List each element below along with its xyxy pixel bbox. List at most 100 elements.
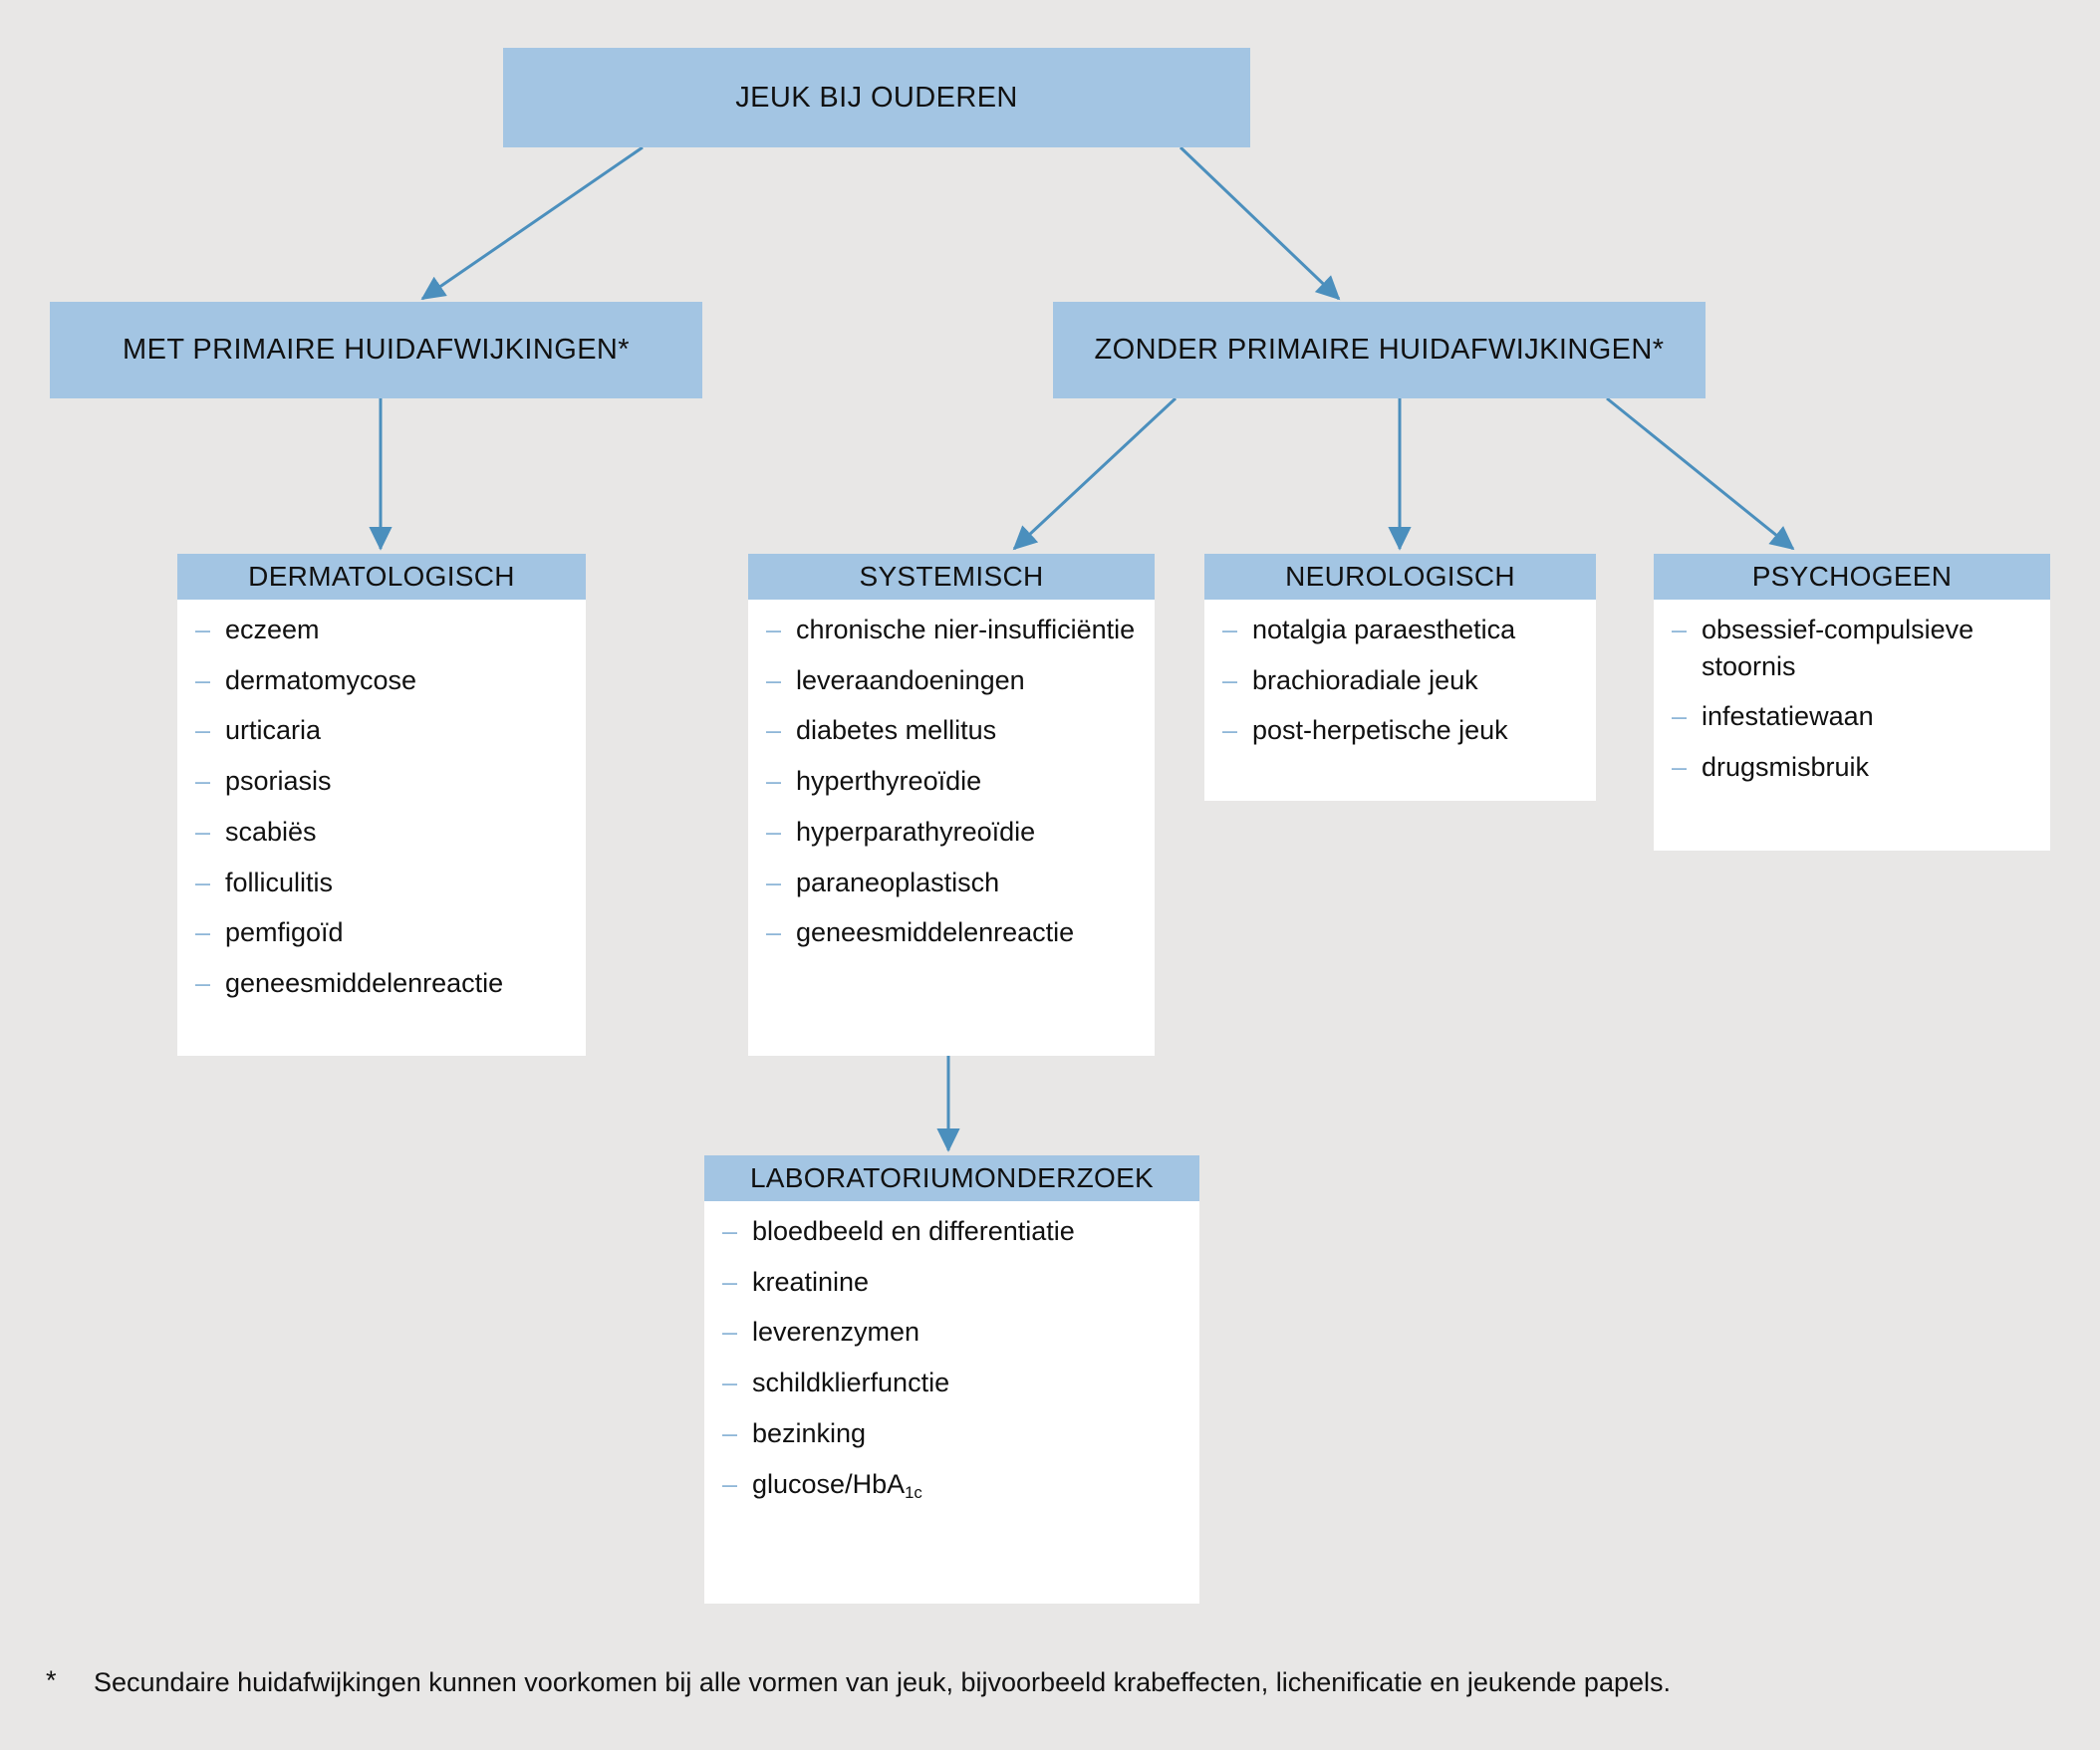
dash-icon: – [722, 1317, 738, 1348]
list-item-label: eczeem [225, 615, 320, 644]
dash-icon: – [195, 766, 211, 797]
list-item: –geneesmiddelenreactie [766, 914, 1137, 951]
list-item: –pemfigoïd [195, 914, 568, 951]
card-dermatologisch[interactable]: DERMATOLOGISCH –eczeem –dermatomycose –u… [177, 554, 586, 1056]
dash-icon: – [766, 917, 782, 948]
card-neurologisch[interactable]: NEUROLOGISCH –notalgia paraesthetica –br… [1204, 554, 1596, 801]
list-item: –folliculitis [195, 865, 568, 901]
list-item-label: infestatiewaan [1702, 701, 1874, 732]
list-item-label: drugsmisbruik [1702, 752, 1870, 783]
list-item: –bezinking [722, 1415, 1181, 1452]
list-item-label: pemfigoïd [225, 917, 344, 948]
card-dermatologisch-title: DERMATOLOGISCH [177, 554, 586, 600]
list-item-label: schildklierfunctie [752, 1368, 950, 1398]
list-item-label: brachioradiale jeuk [1252, 664, 1478, 695]
card-psychogeen-title: PSYCHOGEEN [1654, 554, 2050, 600]
list-item: –scabiës [195, 814, 568, 851]
footnote: * Secundaire huidafwijkingen kunnen voor… [46, 1665, 2058, 1700]
list-item: –paraneoplastisch [766, 865, 1137, 901]
list-item-label: bezinking [752, 1417, 867, 1448]
node-root[interactable]: JEUK BIJ OUDEREN [503, 48, 1250, 147]
neurologisch-item-list: –notalgia paraesthetica –brachioradiale … [1222, 612, 1578, 749]
list-item: –dermatomycose [195, 662, 568, 699]
dermatologisch-item-list: –eczeem –dermatomycose –urticaria –psori… [195, 612, 568, 1002]
dash-icon: – [195, 968, 211, 999]
list-item-label: notalgia paraesthetica [1252, 615, 1516, 644]
list-item-label: scabiës [225, 816, 317, 847]
list-item: –hyperthyreoïdie [766, 763, 1137, 800]
dash-icon: – [766, 664, 782, 695]
list-item-label: paraneoplastisch [796, 867, 1000, 897]
card-systemisch-body: –chronische nier-insufficiëntie –leveraa… [748, 600, 1155, 979]
dash-icon: – [722, 1368, 738, 1398]
dash-icon: – [766, 615, 782, 644]
list-item: –geneesmiddelenreactie [195, 965, 568, 1002]
node-zonder-primaire-label: ZONDER PRIMAIRE HUIDAFWIJKINGEN* [1094, 334, 1665, 366]
list-item-glucose: –glucose/HbA1c [722, 1466, 1181, 1503]
list-item: –schildklierfunctie [722, 1365, 1181, 1401]
list-item-label: glucose/HbA [752, 1468, 906, 1499]
dash-icon: – [195, 867, 211, 897]
list-item-label: diabetes mellitus [796, 715, 997, 746]
card-dermatologisch-body: –eczeem –dermatomycose –urticaria –psori… [177, 600, 586, 1030]
list-item-label: leveraandoeningen [796, 664, 1025, 695]
card-neurologisch-title: NEUROLOGISCH [1204, 554, 1596, 600]
list-item-label: leverenzymen [752, 1317, 920, 1348]
list-item: –urticaria [195, 712, 568, 749]
card-neurologisch-body: –notalgia paraesthetica –brachioradiale … [1204, 600, 1596, 777]
list-item-label: bloedbeeld en differentiatie [752, 1216, 1075, 1246]
list-item: –drugsmisbruik [1672, 749, 2032, 786]
dash-icon: – [766, 816, 782, 847]
list-item: –brachioradiale jeuk [1222, 662, 1578, 699]
list-item: –psoriasis [195, 763, 568, 800]
node-root-label: JEUK BIJ OUDEREN [735, 81, 1018, 114]
dash-icon: – [1222, 715, 1238, 746]
dash-icon: – [722, 1417, 738, 1448]
edge-root-to-met [420, 145, 644, 301]
dash-icon: – [766, 715, 782, 746]
card-psychogeen[interactable]: PSYCHOGEEN –obsessief-compulsieve stoorn… [1654, 554, 2050, 851]
list-item: –diabetes mellitus [766, 712, 1137, 749]
dash-icon: – [1672, 701, 1688, 732]
list-item: –kreatinine [722, 1264, 1181, 1301]
list-item: –hyperparathyreoïdie [766, 814, 1137, 851]
list-item: –infestatiewaan [1672, 698, 2032, 735]
dash-icon: – [195, 816, 211, 847]
node-met-primaire-huidafwijkingen[interactable]: MET PRIMAIRE HUIDAFWIJKINGEN* [50, 302, 702, 398]
dash-icon: – [195, 615, 211, 644]
dash-icon: – [766, 867, 782, 897]
list-item-label: hyperthyreoïdie [796, 766, 982, 797]
card-psychogeen-body: –obsessief-compulsieve stoornis –infesta… [1654, 600, 2050, 814]
dash-icon: – [195, 715, 211, 746]
list-item: –leverenzymen [722, 1314, 1181, 1351]
dash-icon: – [722, 1468, 738, 1499]
list-item-label: geneesmiddelenreactie [796, 917, 1075, 948]
card-systemisch-title: SYSTEMISCH [748, 554, 1155, 600]
card-laboratoriumonderzoek-title: LABORATORIUMONDERZOEK [704, 1155, 1199, 1201]
dash-icon: – [1222, 664, 1238, 695]
dash-icon: – [195, 664, 211, 695]
node-zonder-primaire-huidafwijkingen[interactable]: ZONDER PRIMAIRE HUIDAFWIJKINGEN* [1053, 302, 1706, 398]
list-item-label-subscript: 1c [905, 1482, 922, 1502]
edge-zonder-to-psychogeen [1606, 396, 1795, 551]
edge-root-to-zonder [1179, 145, 1341, 301]
list-item-label: folliculitis [225, 867, 334, 897]
footnote-text: Secundaire huidafwijkingen kunnen voorko… [94, 1667, 1671, 1697]
list-item: –notalgia paraesthetica [1222, 612, 1578, 648]
list-item-label: geneesmiddelenreactie [225, 968, 504, 999]
psychogeen-item-list: –obsessief-compulsieve stoornis –infesta… [1672, 612, 2032, 786]
list-item-label: psoriasis [225, 766, 332, 797]
list-item-label: obsessief-compulsieve stoornis [1702, 615, 1974, 681]
systemisch-item-list: –chronische nier-insufficiëntie –leveraa… [766, 612, 1137, 951]
list-item: –eczeem [195, 612, 568, 648]
list-item-label: chronische nier-insufficiëntie [796, 615, 1136, 644]
list-item-label: hyperparathyreoïdie [796, 816, 1036, 847]
dash-icon: – [195, 917, 211, 948]
dash-icon: – [1672, 615, 1688, 644]
card-systemisch[interactable]: SYSTEMISCH –chronische nier-insufficiënt… [748, 554, 1155, 1056]
edge-zonder-to-systemisch [1012, 396, 1178, 551]
card-laboratoriumonderzoek[interactable]: LABORATORIUMONDERZOEK – bloedbeeld en dif… [704, 1155, 1199, 1604]
node-met-primaire-label: MET PRIMAIRE HUIDAFWIJKINGEN* [123, 334, 630, 366]
list-item-label: urticaria [225, 715, 322, 746]
